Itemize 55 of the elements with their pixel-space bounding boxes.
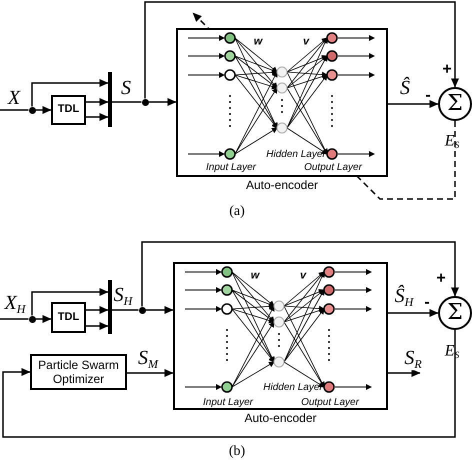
signal-line xyxy=(112,309,138,311)
panel-caption: (a) xyxy=(229,205,245,219)
arrow xyxy=(146,306,174,314)
arrow xyxy=(148,98,176,106)
multiplexer-bar xyxy=(108,72,112,127)
panel-caption: (b) xyxy=(228,445,246,459)
process-box: Particle Swarm Optimizer xyxy=(30,354,127,390)
sign-label: + xyxy=(442,62,452,78)
process-box: TDL xyxy=(51,95,86,125)
signal-label: S$_{H}$ xyxy=(114,285,132,307)
sign-label: + xyxy=(436,271,446,287)
layer-label: Input Layer xyxy=(202,398,254,408)
arrow xyxy=(31,288,108,316)
weight-label: w xyxy=(254,36,262,48)
signal-label: Ŝ$_{H}$ xyxy=(394,286,414,308)
weight-label: w xyxy=(250,270,260,282)
arrow xyxy=(86,113,108,121)
arrow xyxy=(31,79,108,106)
arrow xyxy=(86,98,108,106)
arrow xyxy=(144,1,459,98)
junction-dot xyxy=(142,98,148,106)
signal-label: S$_{R}$ xyxy=(404,348,422,370)
sign-label: - xyxy=(424,295,430,311)
arrow xyxy=(36,106,52,114)
summing-junction: Σ xyxy=(438,87,472,121)
arrow xyxy=(86,306,108,314)
layer-label: Input Layer xyxy=(206,163,256,173)
weight-label: v xyxy=(300,270,306,282)
layer-label: Output Layer xyxy=(304,163,362,173)
process-box: TDL xyxy=(51,302,86,333)
sign-label: - xyxy=(425,88,431,104)
arrow xyxy=(192,12,456,200)
arrow xyxy=(388,369,420,377)
arrow xyxy=(141,241,459,306)
weight-label: v xyxy=(302,36,310,48)
arrow xyxy=(86,322,108,330)
error-label: E$_{S}$ xyxy=(444,133,460,151)
summing-junction: Σ xyxy=(438,296,472,330)
signal-label: X$_{H}$ xyxy=(4,293,26,315)
arrow xyxy=(127,369,174,377)
multiplexer-bar xyxy=(108,280,112,334)
junction-dot xyxy=(138,306,146,314)
box-heading: Auto-encoder xyxy=(246,178,318,192)
layer-label: Output Layer xyxy=(301,398,359,408)
junction-dot xyxy=(28,106,36,114)
arrow xyxy=(2,330,456,438)
signal-line xyxy=(112,101,142,103)
junction-dot xyxy=(28,316,36,322)
signal-label: S$_{M}$ xyxy=(138,348,158,370)
arrow xyxy=(36,315,52,323)
box-heading: Auto-encoder xyxy=(244,411,317,425)
arrow xyxy=(388,309,438,317)
signal-line xyxy=(0,318,28,320)
arrow xyxy=(388,100,438,108)
signal-line xyxy=(0,109,28,111)
